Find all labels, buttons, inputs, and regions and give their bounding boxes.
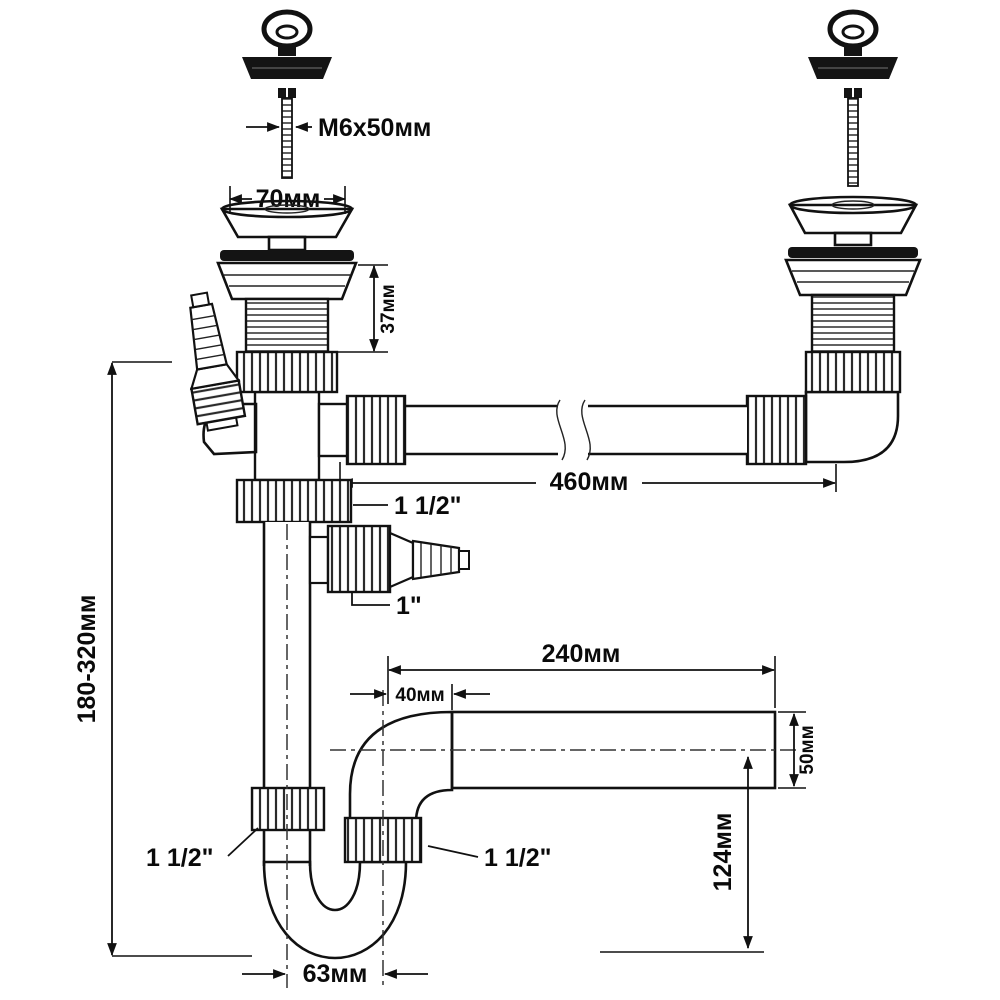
dishwasher-outlet bbox=[308, 524, 470, 594]
screw-shaft bbox=[847, 97, 859, 187]
trap-outlet-size-label: 1 1/2" bbox=[484, 844, 551, 872]
dimension-trap-width: 63мм bbox=[242, 960, 428, 988]
pipe-length-label: 460мм bbox=[550, 468, 629, 496]
tee-outlet-nut bbox=[235, 478, 353, 524]
barb-nut bbox=[326, 524, 392, 594]
left-strainer bbox=[216, 199, 358, 354]
centerlines bbox=[286, 524, 798, 988]
dimension-outlet-length: 240мм bbox=[387, 640, 776, 708]
tee-branch bbox=[317, 402, 351, 458]
right-screw bbox=[844, 88, 862, 187]
height-range-label: 180-320мм bbox=[73, 595, 101, 724]
inlet-barb bbox=[189, 302, 229, 371]
hose-barb bbox=[411, 539, 461, 581]
dimension-screw-size: M6x50мм bbox=[246, 114, 431, 142]
tee-assembly bbox=[235, 350, 407, 482]
dimension-pipe-length: 460мм bbox=[339, 462, 837, 496]
dimension-pipe-diameter: 50мм bbox=[778, 711, 818, 789]
strainer-flange bbox=[216, 261, 358, 301]
right-strainer-nut bbox=[804, 350, 902, 394]
trap-inlet-size-label: 1 1/2" bbox=[146, 844, 213, 872]
label-tee-nut-size: 1 1/2" bbox=[353, 492, 461, 520]
right-pipe-nut bbox=[745, 394, 808, 466]
tee-branch-nut bbox=[345, 394, 407, 466]
trap bbox=[262, 860, 408, 960]
hose-barb-size-label: 1" bbox=[396, 592, 422, 620]
screw-size-label: M6x50мм bbox=[318, 114, 431, 142]
screw-shaft bbox=[281, 97, 293, 179]
strainer-gasket bbox=[220, 250, 354, 261]
label-trap-inlet-size: 1 1/2" bbox=[146, 827, 259, 872]
drop-height-label: 124мм bbox=[709, 813, 737, 892]
outlet-length-label: 240мм bbox=[542, 640, 621, 668]
right-elbow-assembly bbox=[745, 350, 902, 466]
label-hose-barb-size: 1" bbox=[351, 592, 422, 620]
pipe-break-mark bbox=[581, 399, 591, 461]
strainer-height-label: 37мм bbox=[378, 284, 399, 333]
pipe-break-mark bbox=[556, 399, 566, 461]
plug-ring bbox=[261, 9, 313, 49]
tee-body bbox=[253, 390, 321, 482]
washing-machine-inlet bbox=[189, 291, 258, 456]
plug-ring bbox=[827, 9, 879, 49]
pipe-diameter-label: 50мм bbox=[797, 725, 818, 774]
left-drain-plug bbox=[242, 9, 332, 79]
tee-nut-size-label: 1 1/2" bbox=[394, 492, 461, 520]
left-screw bbox=[278, 88, 296, 179]
strainer-gasket bbox=[788, 247, 918, 258]
strainer-thread bbox=[244, 297, 330, 354]
right-drain-plug bbox=[808, 9, 898, 79]
dimension-height-range: 180-320мм bbox=[73, 361, 252, 957]
dimension-strainer-height: 37мм bbox=[332, 264, 399, 353]
right-strainer bbox=[784, 195, 922, 354]
outlet-offset-label: 40мм bbox=[395, 685, 444, 706]
dimension-outlet-offset: 40мм bbox=[350, 684, 490, 710]
strainer-thread bbox=[810, 293, 896, 354]
dimension-drop-height: 124мм bbox=[600, 755, 764, 953]
connecting-pipe bbox=[403, 399, 747, 461]
strainer-flange bbox=[784, 258, 922, 297]
trap-width-label: 63мм bbox=[303, 960, 368, 988]
label-trap-outlet-size: 1 1/2" bbox=[427, 844, 551, 872]
trap-inlet-nut bbox=[250, 786, 326, 832]
outlet-elbow bbox=[348, 710, 454, 858]
tee-top-nut bbox=[235, 350, 339, 394]
trap-bend bbox=[262, 860, 408, 960]
right-elbow bbox=[804, 390, 900, 464]
